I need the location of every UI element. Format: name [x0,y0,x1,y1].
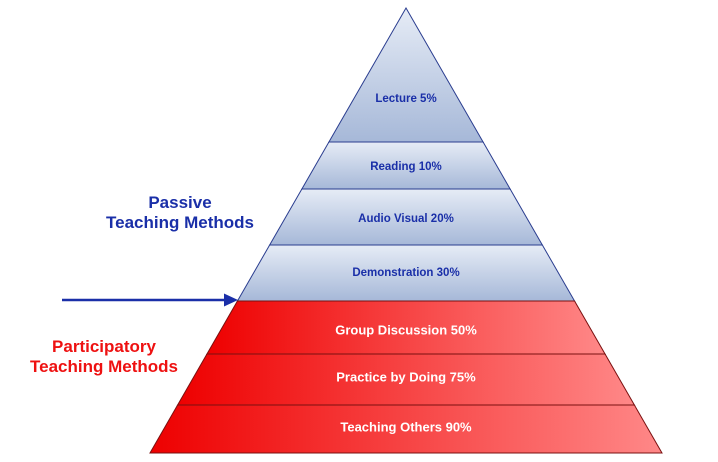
participatory-label-line2: Teaching Methods [30,357,178,376]
pyramid-level-label: Teaching Others 90% [340,419,472,434]
pyramid-tier-shape [328,6,484,143]
pyramid-level-5: Group Discussion 50% [206,300,606,355]
pointer-arrow [62,293,238,307]
passive-label-line2: Teaching Methods [106,213,254,232]
pyramid-level-1: Lecture 5% [328,6,484,143]
pyramid-level-6: Practice by Doing 75% [176,353,636,406]
pyramid-level-label: Reading 10% [370,161,442,173]
pyramid-level-label: Demonstration 30% [352,267,459,279]
passive-methods-label: Passive Teaching Methods [94,193,266,233]
pyramid-level-label: Group Discussion 50% [335,322,477,337]
pyramid-level-label: Audio Visual 20% [358,213,454,225]
pyramid-level-2: Reading 10% [301,141,511,190]
participatory-methods-label: Participatory Teaching Methods [18,337,190,377]
pyramid-tier-shape [149,404,663,454]
pyramid-level-label: Practice by Doing 75% [336,369,476,384]
pyramid-level-7: Teaching Others 90% [149,404,663,454]
pyramid-level-4: Demonstration 30% [236,244,576,302]
participatory-label-line1: Participatory [52,337,156,356]
passive-label-line1: Passive [148,193,212,212]
pyramid-level-label: Lecture 5% [375,93,436,105]
pyramid-level-3: Audio Visual 20% [268,188,544,246]
